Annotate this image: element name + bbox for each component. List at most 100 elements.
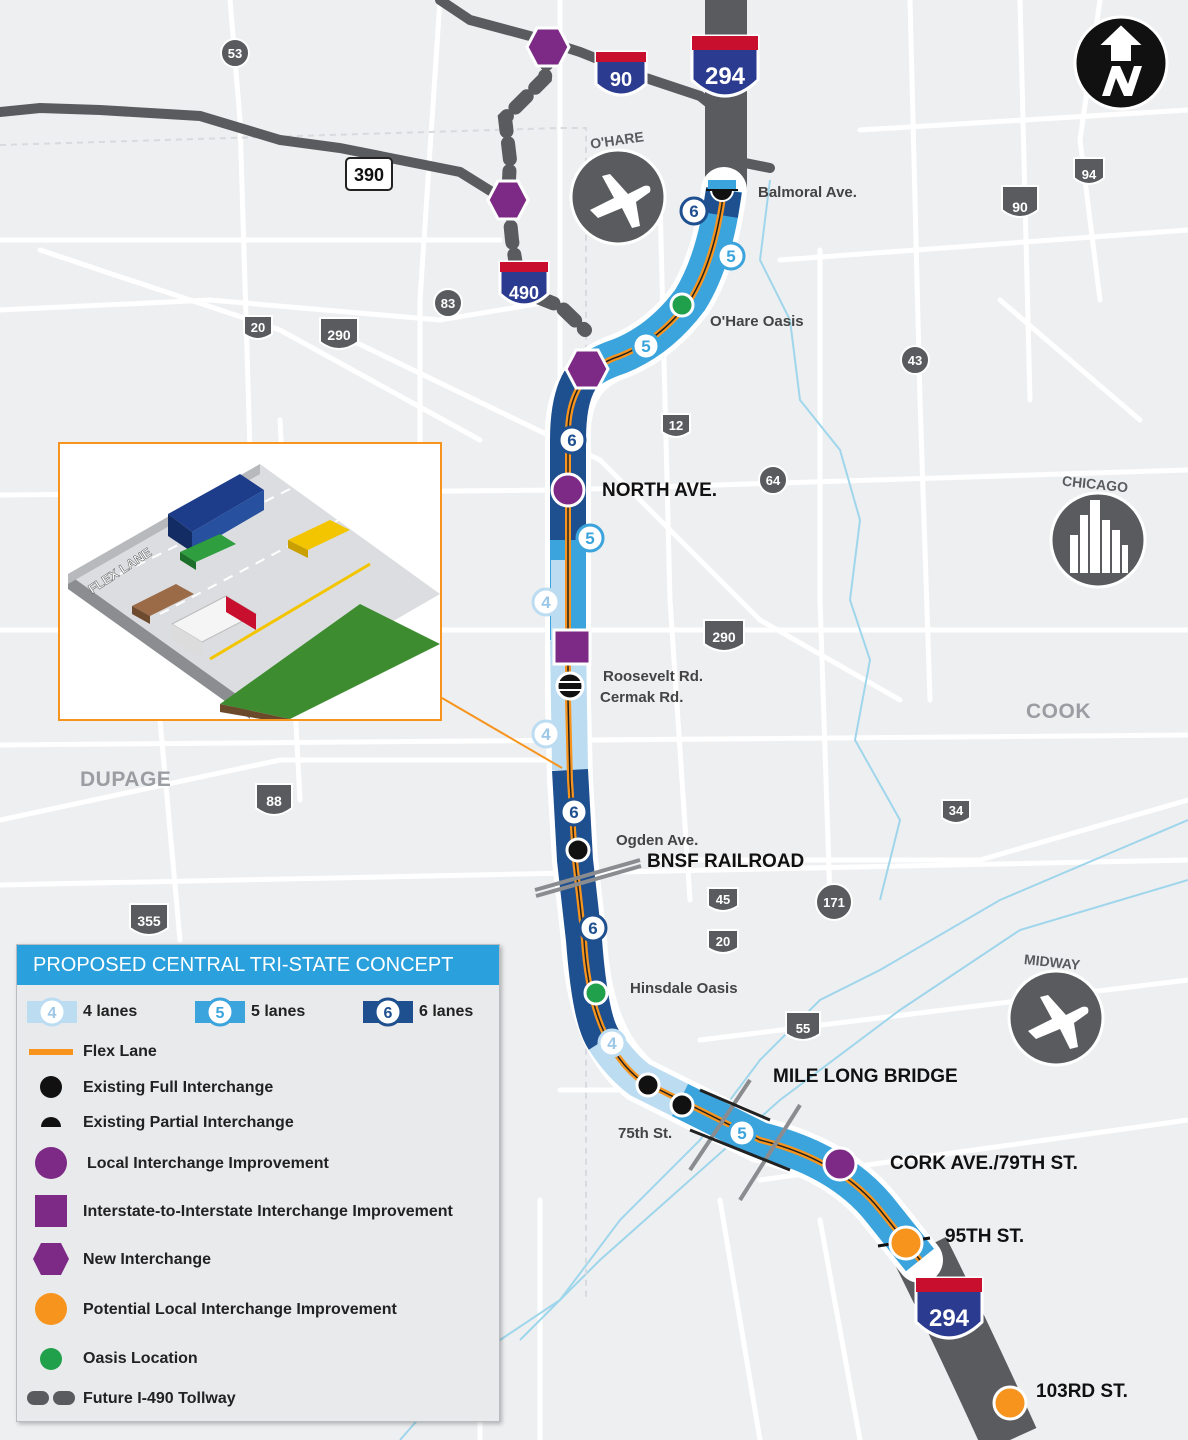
ogden-label: Ogden Ave. bbox=[616, 832, 699, 849]
legend-new-interchange: New Interchange bbox=[83, 1251, 212, 1268]
legend-interstate-icon bbox=[35, 1195, 67, 1227]
oasis-ohare bbox=[669, 292, 695, 318]
midway-airport-icon bbox=[1007, 969, 1105, 1067]
legend-potential-improvement: Potential Local Interchange Improvement bbox=[83, 1301, 397, 1318]
oasis-hinsdale bbox=[583, 980, 609, 1006]
potential-interchange-95th bbox=[888, 1225, 924, 1261]
legend-symbols: 4 5 6 bbox=[27, 997, 413, 1405]
full-interchange-ogden bbox=[565, 837, 591, 863]
route-64-label: 64 bbox=[766, 473, 781, 488]
route-171-label: 171 bbox=[823, 895, 845, 910]
legend-oasis-icon bbox=[40, 1348, 62, 1370]
legend-full-icon bbox=[40, 1076, 62, 1098]
bnsf-railroad-label: BNSF RAILROAD bbox=[647, 851, 805, 872]
ohare-oasis-label: O'Hare Oasis bbox=[710, 313, 804, 330]
route-94-label: 94 bbox=[1082, 167, 1097, 182]
i90-label: 90 bbox=[610, 69, 632, 91]
route-circles: 53 83 64 43 171 bbox=[220, 38, 930, 921]
new-interchange-marker bbox=[525, 26, 571, 68]
dupage-county-label: DUPAGE bbox=[80, 768, 172, 791]
interstate-shield-294-top: 294 bbox=[690, 34, 760, 98]
route-12-label: 12 bbox=[669, 418, 683, 433]
legend-5-lanes: 5 lanes bbox=[251, 1003, 306, 1020]
mile-long-bridge-label: MILE LONG BRIDGE bbox=[773, 1066, 958, 1087]
lane-badge: 5 bbox=[585, 529, 594, 548]
legend-4-lanes: 4 lanes bbox=[83, 1003, 138, 1020]
legend-panel: PROPOSED CENTRAL TRI-STATE CONCEPT 4 5 6… bbox=[16, 944, 500, 1422]
partial-interchange-balmoral bbox=[706, 178, 738, 202]
i294-bottom-label: 294 bbox=[929, 1305, 970, 1332]
legend-future-i490: Future I-490 Tollway bbox=[83, 1390, 236, 1407]
interstate-shield-294-bottom: 294 bbox=[914, 1276, 984, 1340]
legend-6-lanes-icon: 6 bbox=[363, 997, 413, 1027]
75th-st-label: 75th St. bbox=[618, 1125, 673, 1142]
lane-badge: 6 bbox=[689, 202, 698, 221]
interstate-shield-490: 490 bbox=[498, 260, 550, 307]
interstate-interchange-marker bbox=[552, 628, 592, 666]
legend-future-icon bbox=[27, 1391, 75, 1405]
lane-badge: 6 bbox=[569, 803, 578, 822]
route-290a-label: 290 bbox=[327, 327, 351, 343]
lane-badge: 4 bbox=[607, 1034, 617, 1053]
route-83-label: 83 bbox=[441, 296, 455, 311]
lane-badge: 5 bbox=[737, 1124, 746, 1143]
local-interchange-north-ave bbox=[550, 472, 586, 508]
flex-lane-inset: FLEX LANE bbox=[58, 442, 442, 724]
chicago-skyline-icon bbox=[1049, 491, 1147, 589]
103rd-st-label: 103RD ST. bbox=[1036, 1381, 1128, 1402]
legend-6-lanes: 6 lanes bbox=[419, 1003, 474, 1020]
bnsf-railroad-track bbox=[534, 858, 642, 898]
legend-oasis-location: Oasis Location bbox=[83, 1350, 198, 1367]
interstate-shield-90: 90 bbox=[594, 50, 648, 97]
95th-st-label: 95TH ST. bbox=[945, 1226, 1025, 1247]
us-route-shields: 20 12 94 34 45 20 55 bbox=[243, 157, 1105, 1041]
route-390-shield: 390 bbox=[345, 157, 393, 191]
legend-flex-lane: Flex Lane bbox=[83, 1043, 157, 1060]
roosevelt-label: Roosevelt Rd. bbox=[603, 668, 704, 685]
mile-long-bridge-tracks bbox=[688, 1078, 802, 1202]
i294-top-label: 294 bbox=[705, 63, 746, 90]
new-interchange-marker bbox=[486, 179, 530, 221]
north-arrow-icon bbox=[1073, 15, 1169, 111]
legend-6-lanes-number: 6 bbox=[384, 1005, 393, 1022]
route-53-label: 53 bbox=[228, 46, 242, 61]
full-interchange-75th bbox=[669, 1092, 695, 1118]
ohare-airport-icon bbox=[569, 148, 667, 246]
lane-badge: 5 bbox=[641, 337, 650, 356]
interstate-shields-grey: 290 90 290 88 355 bbox=[129, 185, 1039, 936]
lane-badge: 4 bbox=[541, 593, 551, 612]
route-45-label: 45 bbox=[716, 892, 730, 907]
legend-partial-icon bbox=[41, 1117, 61, 1127]
i490-label: 490 bbox=[509, 283, 539, 303]
route-43-label: 43 bbox=[908, 353, 922, 368]
lane-badge: 4 bbox=[541, 725, 551, 744]
route-20a-label: 20 bbox=[251, 320, 265, 335]
flex-lane-illustration: FLEX LANE bbox=[68, 464, 440, 724]
legend-4-lanes-number: 4 bbox=[48, 1005, 57, 1022]
legend-interstate-improvement: Interstate-to-Interstate Interchange Imp… bbox=[83, 1203, 453, 1220]
legend-new-icon bbox=[33, 1243, 69, 1275]
legend-5-lanes-number: 5 bbox=[216, 1005, 225, 1022]
lane-badge: 6 bbox=[567, 431, 576, 450]
legend-5-lanes-icon: 5 bbox=[195, 997, 245, 1027]
route-34-label: 34 bbox=[949, 803, 964, 818]
legend-flex-icon bbox=[29, 1049, 73, 1055]
cork-ave-label: CORK AVE./79TH ST. bbox=[890, 1153, 1078, 1174]
hinsdale-oasis-label: Hinsdale Oasis bbox=[630, 980, 738, 997]
il390-label: 390 bbox=[354, 165, 384, 185]
cermak-label: Cermak Rd. bbox=[600, 689, 684, 706]
potential-interchange-103rd bbox=[992, 1385, 1028, 1421]
route-88-label: 88 bbox=[266, 793, 282, 809]
cook-county-label: COOK bbox=[1026, 700, 1091, 723]
lane-badge: 6 bbox=[588, 919, 597, 938]
new-interchange-marker bbox=[564, 348, 610, 390]
lane-badges: 6 5 5 6 5 4 4 6 6 4 5 bbox=[531, 196, 757, 1148]
balmoral-label: Balmoral Ave. bbox=[758, 184, 857, 201]
legend-title: PROPOSED CENTRAL TRI-STATE CONCEPT bbox=[17, 945, 499, 985]
legend-full-interchange: Existing Full Interchange bbox=[83, 1079, 274, 1096]
route-20b-label: 20 bbox=[716, 934, 730, 949]
route-90b-label: 90 bbox=[1012, 199, 1028, 215]
full-interchange-a bbox=[635, 1072, 661, 1098]
route-55-label: 55 bbox=[796, 1021, 810, 1036]
